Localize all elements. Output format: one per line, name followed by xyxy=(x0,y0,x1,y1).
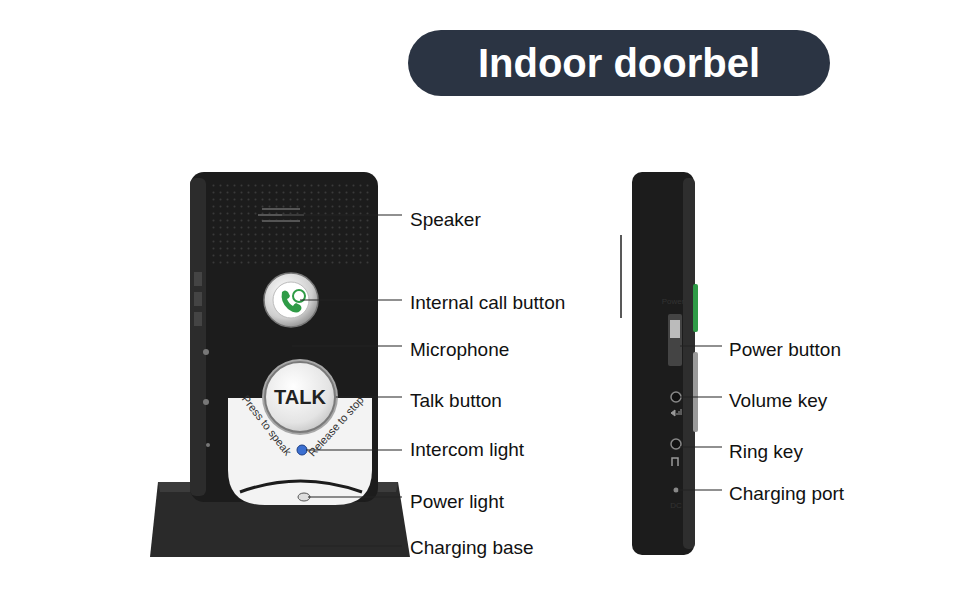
power-switch xyxy=(668,314,682,366)
volume-icon xyxy=(671,409,681,416)
title-pill xyxy=(408,30,830,96)
callout-label: Charging base xyxy=(410,538,534,557)
callout-label: Charging port xyxy=(729,484,844,503)
intercom-light xyxy=(297,445,307,455)
ring-icon xyxy=(672,458,678,466)
callout-label: Speaker xyxy=(410,210,481,229)
charging-port xyxy=(674,488,679,493)
callout-label: Ring key xyxy=(729,442,803,461)
leader-lines xyxy=(282,215,722,546)
side-call-button xyxy=(693,284,698,332)
callout-label: Talk button xyxy=(410,391,502,410)
device-print: DC xyxy=(670,502,682,510)
talk-button-ring xyxy=(262,359,338,435)
callout-label: Power light xyxy=(410,492,504,511)
power-switch-knob xyxy=(670,320,680,338)
volume-key xyxy=(671,392,681,402)
callout-label: Power button xyxy=(729,340,841,359)
callout-label: Intercom light xyxy=(410,440,524,459)
device-side xyxy=(190,178,206,496)
ring-key xyxy=(671,439,681,449)
button-text: TALK xyxy=(274,387,326,407)
side-buttons xyxy=(194,272,210,447)
panel-curve xyxy=(240,481,362,492)
side-view-body xyxy=(632,172,694,555)
talk-button: TALK xyxy=(264,361,336,433)
speaker-grille xyxy=(212,180,370,265)
side-talk-button xyxy=(693,352,698,432)
separator-line xyxy=(620,235,622,318)
callout-label: Internal call button xyxy=(410,293,565,312)
callout-label: Microphone xyxy=(410,340,509,359)
title-text: Indoor doorbel xyxy=(408,30,830,96)
device-print: Power xyxy=(662,298,685,306)
callout-label: Volume key xyxy=(729,391,827,410)
